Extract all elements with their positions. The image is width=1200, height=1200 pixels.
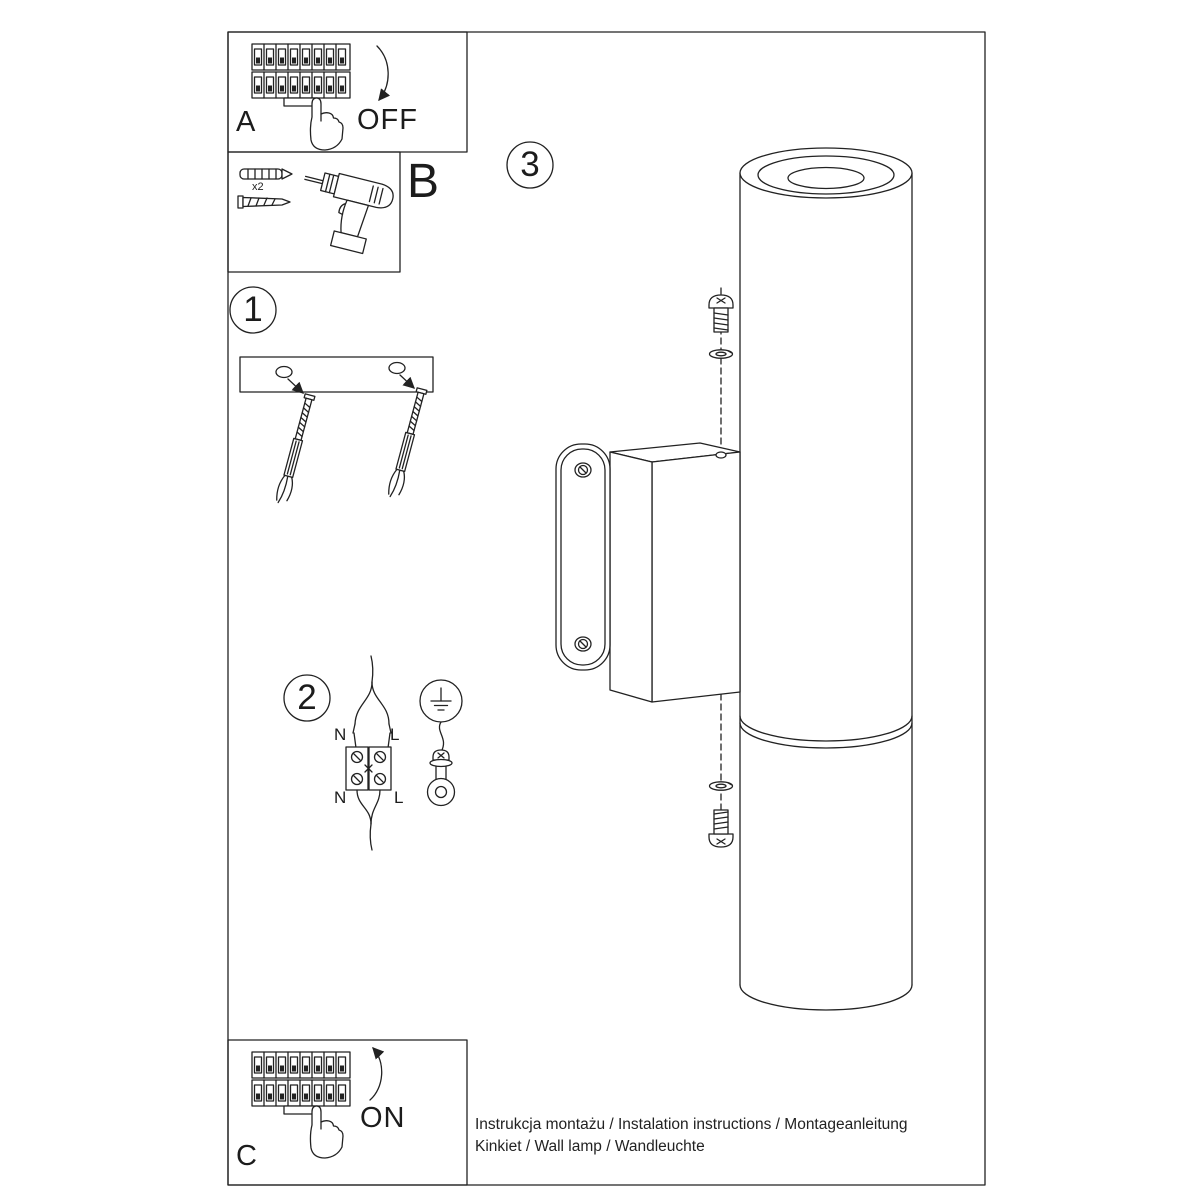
pointing-hand-a-icon [309,97,344,151]
lamp-assembly-icon [555,147,913,1011]
footer-product-line: Kinkiet / Wall lamp / Wandleuchte [475,1138,705,1155]
panel-a-label: A [236,106,257,138]
anchor-quantity-label: x2 [252,181,264,193]
breaker-panel-a-icon [252,44,350,106]
drill-icon [304,172,394,255]
breaker-panel-c-icon [252,1052,350,1114]
breaker-on-label: ON [360,1102,406,1134]
terminal-l-top-label: L [390,725,400,744]
wall-plug-icon [239,168,293,180]
earth-terminal-icon [426,721,456,807]
panel-b-box [227,151,401,273]
step2-number: 2 [297,678,317,717]
anchor-arrow-left [287,378,304,394]
terminal-l-bottom-label: L [394,788,404,807]
ground-symbol-icon [419,679,463,723]
step3-number: 3 [520,145,540,184]
panel-c-label: C [236,1140,258,1172]
mounting-plate-icon [239,356,434,393]
terminal-n-bottom-label: N [334,788,347,807]
breaker-off-label: OFF [357,104,418,136]
anchor-arrow-right [399,374,415,389]
footer-instructions-line: Instrukcja montażu / Instalation instruc… [475,1116,908,1133]
step3-circle [506,141,554,189]
on-arrow-icon [369,1047,385,1101]
wall-anchor-left-icon [273,392,318,506]
panel-c-box [227,1039,468,1186]
outer-border [227,31,986,1186]
panel-b-label: B [407,155,440,208]
terminal-n-top-label: N [334,725,347,744]
off-arrow-icon [376,45,391,102]
step1-circle [229,286,277,334]
screw-icon [237,195,291,209]
pointing-hand-c-icon [309,1105,344,1159]
step2-circle [283,674,331,722]
step1-number: 1 [243,290,263,329]
wall-anchor-right-icon [385,386,430,500]
wiring-diagram-icon [345,655,392,851]
